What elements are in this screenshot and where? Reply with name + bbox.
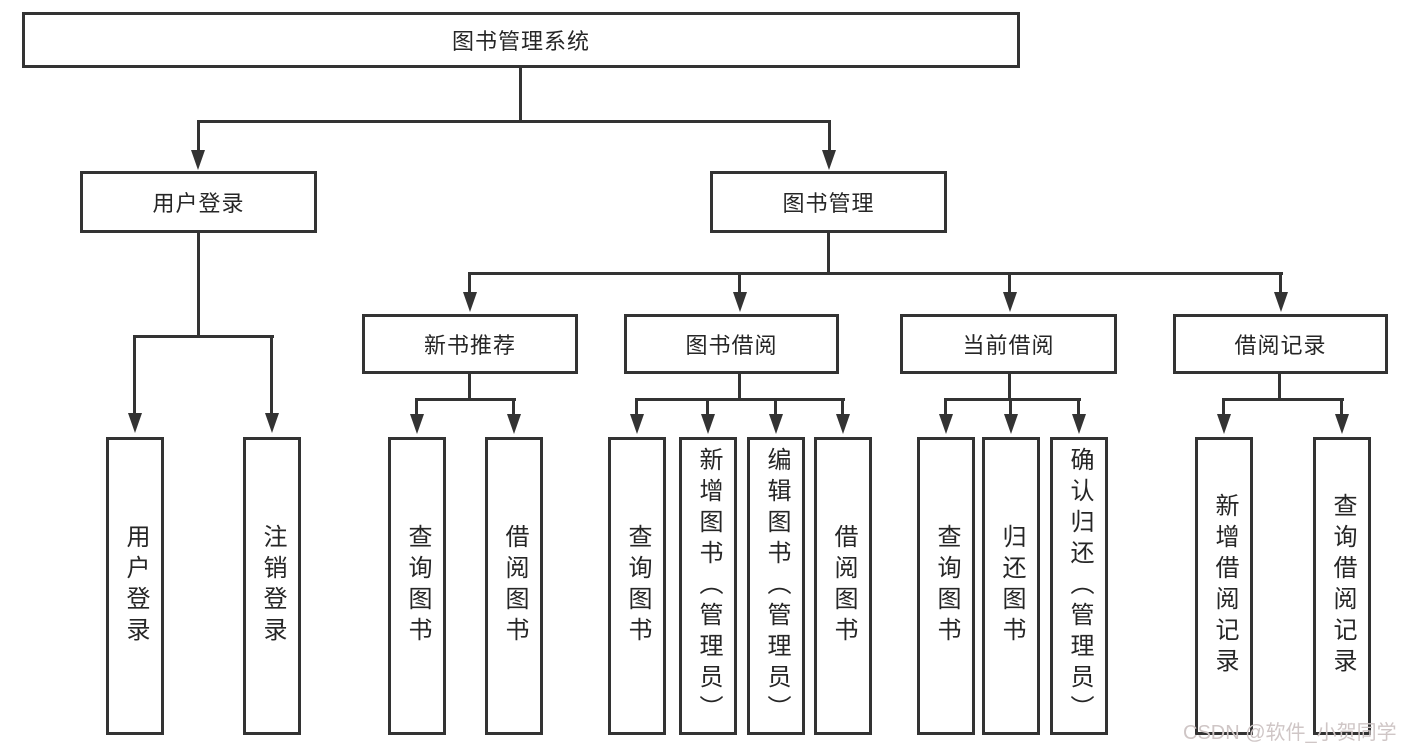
arrow-down-icon (410, 414, 424, 434)
arrow-down-icon (939, 414, 953, 434)
node-book-management: 图书管理 (710, 171, 947, 233)
connector-line (133, 335, 136, 415)
connector-line (197, 120, 831, 123)
connector-line (635, 398, 638, 416)
arrow-down-icon (191, 150, 205, 170)
leaf-add-borrow-record: 新增借阅记录 (1195, 437, 1253, 735)
node-root: 图书管理系统 (22, 12, 1020, 68)
node-borrow-record-label: 借阅记录 (1234, 333, 1327, 358)
node-borrow-record: 借阅记录 (1173, 314, 1388, 374)
arrow-down-icon (1274, 292, 1288, 312)
node-user-login: 用户登录 (80, 171, 317, 233)
arrow-down-icon (836, 414, 850, 434)
leaf-return-books: 归还图书 (982, 437, 1040, 735)
connector-line (270, 335, 273, 415)
connector-line (415, 398, 516, 401)
leaf-add-books-admin-label: 新增图书（管理员） (695, 446, 722, 726)
arrow-down-icon (1072, 414, 1086, 434)
leaf-query-books-1-label: 查询图书 (404, 524, 431, 648)
connector-line (468, 272, 471, 294)
arrow-down-icon (733, 292, 747, 312)
arrow-down-icon (1003, 292, 1017, 312)
leaf-logout-label: 注销登录 (259, 524, 286, 648)
leaf-query-books-2-label: 查询图书 (624, 524, 651, 648)
node-new-book-recommend-label: 新书推荐 (423, 333, 516, 358)
leaf-edit-books-admin-label: 编辑图书（管理员） (763, 446, 790, 726)
leaf-confirm-return-admin: 确认归还（管理员） (1050, 437, 1108, 735)
connector-line (1009, 398, 1012, 416)
connector-line (519, 68, 522, 120)
connector-line (841, 398, 844, 416)
connector-line (1340, 398, 1343, 416)
connector-line (774, 398, 777, 416)
connector-line (827, 233, 830, 272)
leaf-borrow-books-1-label: 借阅图书 (501, 524, 528, 648)
leaf-edit-books-admin: 编辑图书（管理员） (747, 437, 805, 735)
leaf-logout: 注销登录 (243, 437, 301, 735)
leaf-query-borrow-record-label: 查询借阅记录 (1329, 493, 1356, 679)
node-book-borrow-label: 图书借阅 (685, 333, 778, 358)
leaf-user-login-label: 用户登录 (122, 524, 149, 648)
connector-line (1008, 272, 1011, 294)
arrow-down-icon (507, 414, 521, 434)
leaf-query-books-2: 查询图书 (608, 437, 666, 735)
leaf-query-books-1: 查询图书 (388, 437, 446, 735)
connector-line (706, 398, 709, 416)
connector-line (944, 398, 947, 416)
arrow-down-icon (1004, 414, 1018, 434)
connector-line (1077, 398, 1080, 416)
connector-line (1222, 398, 1225, 416)
leaf-add-books-admin: 新增图书（管理员） (679, 437, 737, 735)
connector-line (1279, 272, 1282, 294)
node-root-label: 图书管理系统 (451, 29, 590, 54)
connector-line (738, 374, 741, 398)
connector-line (828, 120, 831, 152)
node-user-login-label: 用户登录 (152, 191, 245, 216)
leaf-add-borrow-record-label: 新增借阅记录 (1211, 493, 1238, 679)
connector-line (197, 233, 200, 335)
connector-line (468, 374, 471, 398)
leaf-user-login: 用户登录 (106, 437, 164, 735)
node-current-borrow-label: 当前借阅 (962, 333, 1055, 358)
arrow-down-icon (128, 413, 142, 433)
arrow-down-icon (769, 414, 783, 434)
connector-line (635, 398, 845, 401)
arrow-down-icon (265, 413, 279, 433)
connector-line (468, 272, 1283, 275)
arrow-down-icon (822, 150, 836, 170)
leaf-query-books-3-label: 查询图书 (933, 524, 960, 648)
arrow-down-icon (1335, 414, 1349, 434)
leaf-borrow-books-2-label: 借阅图书 (830, 524, 857, 648)
leaf-borrow-books-1: 借阅图书 (485, 437, 543, 735)
connector-line (197, 120, 200, 152)
arrow-down-icon (463, 292, 477, 312)
node-book-borrow: 图书借阅 (624, 314, 839, 374)
connector-line (944, 398, 1081, 401)
leaf-query-books-3: 查询图书 (917, 437, 975, 735)
leaf-confirm-return-admin-label: 确认归还（管理员） (1066, 446, 1093, 726)
leaf-query-borrow-record: 查询借阅记录 (1313, 437, 1371, 735)
connector-line (133, 335, 274, 338)
leaf-borrow-books-2: 借阅图书 (814, 437, 872, 735)
node-new-book-recommend: 新书推荐 (362, 314, 578, 374)
connector-line (512, 398, 515, 416)
connector-line (1278, 374, 1281, 398)
arrow-down-icon (701, 414, 715, 434)
connector-line (1222, 398, 1344, 401)
node-current-borrow: 当前借阅 (900, 314, 1117, 374)
leaf-return-books-label: 归还图书 (998, 524, 1025, 648)
connector-line (738, 272, 741, 294)
csdn-watermark: CSDN @软件_小贺同学 (1183, 722, 1397, 744)
connector-line (1008, 374, 1011, 398)
arrow-down-icon (1217, 414, 1231, 434)
node-book-management-label: 图书管理 (782, 191, 875, 216)
connector-line (415, 398, 418, 416)
arrow-down-icon (630, 414, 644, 434)
